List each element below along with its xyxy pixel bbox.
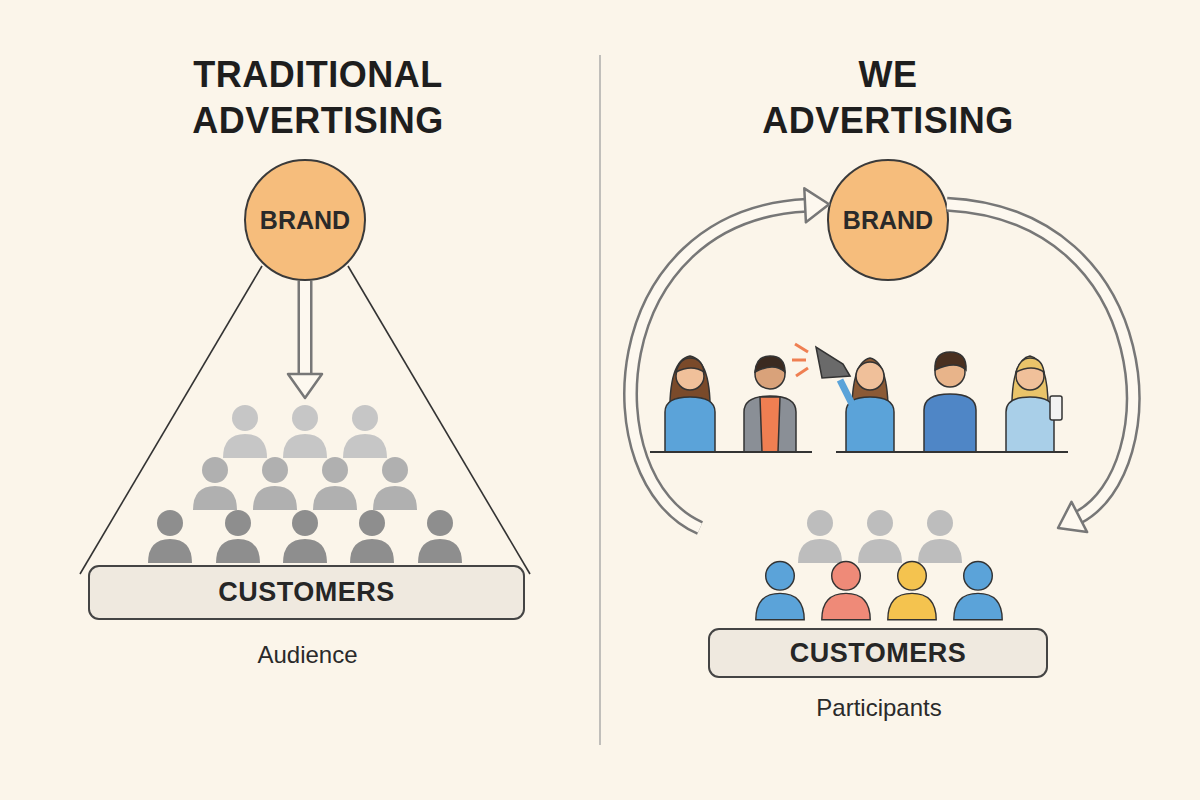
brand-circle: BRAND	[243, 158, 367, 282]
band-label: CUSTOMERS	[218, 577, 395, 608]
divider-line	[599, 55, 600, 745]
flow-arrow	[288, 281, 322, 398]
customers-group: CUSTOMERSAudience	[75, 398, 540, 620]
arrow-shaft	[947, 204, 1133, 518]
band-label: CUSTOMERS	[790, 638, 967, 669]
flow-arrow	[947, 204, 1133, 532]
arrow-shaft-outline	[631, 205, 808, 528]
flow-arrow	[631, 188, 830, 528]
section-title: WE ADVERTISING	[738, 52, 1038, 144]
audience-crowd	[148, 405, 462, 563]
role-caption: Audience	[75, 640, 540, 670]
role-caption: Participants	[700, 693, 1058, 723]
arrow-head	[804, 188, 829, 222]
node-text: BRAND	[243, 158, 367, 282]
arrow-head	[1058, 502, 1087, 532]
participant-crowd	[756, 510, 1002, 620]
node-text: BRAND	[826, 158, 950, 282]
customers-band: CUSTOMERS	[88, 565, 525, 620]
customers-band: CUSTOMERS	[708, 628, 1048, 678]
arrow-shaft-outline	[947, 204, 1133, 518]
section-title: TRADITIONAL ADVERTISING	[118, 52, 518, 144]
brand-circle: BRAND	[826, 158, 950, 282]
arrow-head	[288, 374, 322, 398]
arrow-shaft	[300, 281, 310, 376]
arrow-shaft	[631, 205, 808, 528]
arrow-shaft-outline	[298, 281, 313, 376]
customers-group: CUSTOMERSParticipants	[700, 488, 1058, 678]
people-figures	[650, 344, 1068, 452]
